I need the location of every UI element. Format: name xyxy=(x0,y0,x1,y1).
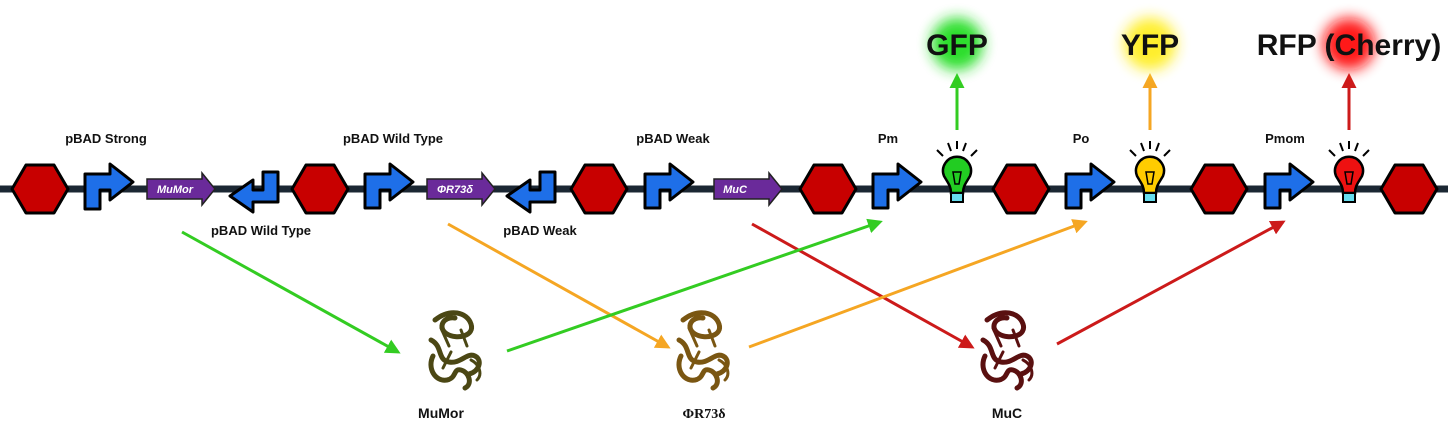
label-rfp: RFP (Cherry) xyxy=(1257,29,1441,62)
protein-mumor-icon xyxy=(428,310,482,391)
label-yfp: YFP xyxy=(1121,29,1179,62)
terminator-2 xyxy=(290,163,350,215)
promoter-p2-reverse xyxy=(228,170,280,214)
cds-muc: MuC xyxy=(713,170,783,208)
label-pbad-wild-type-upper: pBAD Wild Type xyxy=(343,131,443,146)
cds-mumor-label: MuMor xyxy=(157,184,194,196)
terminator-6 xyxy=(1189,163,1249,215)
gfp-glow xyxy=(931,18,983,70)
promoter-pmom xyxy=(1263,162,1315,210)
promoter-p3 xyxy=(363,162,415,210)
terminator-3 xyxy=(569,163,629,215)
promoter-pm xyxy=(871,162,923,210)
cds-mumor: MuMor xyxy=(146,170,216,208)
promoter-po xyxy=(1064,162,1116,210)
cds-phir73-label: ΦR73δ xyxy=(437,184,473,196)
label-gfp: GFP xyxy=(926,29,988,62)
promoter-p1 xyxy=(83,162,135,211)
arrow-phir73-activates-po xyxy=(748,219,1088,349)
bulb-green-icon xyxy=(936,141,978,203)
arrow-mumor-activates-pm xyxy=(506,218,883,353)
terminator-5 xyxy=(991,163,1051,215)
label-pbad-weak-upper: pBAD Weak xyxy=(636,131,710,146)
label-pmom: Pmom xyxy=(1265,131,1305,146)
yfp-glow xyxy=(1124,18,1176,70)
label-protein-muc: MuC xyxy=(992,405,1022,421)
promoter-p5 xyxy=(643,162,695,210)
arrow-muc-expression xyxy=(751,222,975,349)
protein-phir73-icon xyxy=(676,310,730,391)
promoter-p4-reverse xyxy=(505,170,557,214)
bulb-yellow-icon xyxy=(1129,141,1171,203)
terminator-4 xyxy=(798,163,858,215)
arrow-mumor-expression xyxy=(181,230,401,354)
bulb-red-icon xyxy=(1328,141,1370,203)
arrow-muc-activates-pmom xyxy=(1056,220,1286,346)
label-protein-mumor: MuMor xyxy=(418,405,464,421)
arrow-phir73-expression xyxy=(447,222,671,349)
cds-phir73: ΦR73δ xyxy=(426,170,496,208)
cds-muc-label: MuC xyxy=(723,184,748,196)
terminator-1 xyxy=(10,163,70,215)
label-pbad-weak-lower: pBAD Weak xyxy=(503,223,577,238)
label-po: Po xyxy=(1073,131,1090,146)
label-pbad-wild-type-lower: pBAD Wild Type xyxy=(211,223,311,238)
label-pbad-strong: pBAD Strong xyxy=(65,131,147,146)
protein-muc-icon xyxy=(980,310,1034,391)
terminators xyxy=(10,163,1439,215)
rfp-glow xyxy=(1323,18,1375,70)
label-protein-phir73: ΦR73δ xyxy=(683,407,726,421)
terminator-7 xyxy=(1379,163,1439,215)
label-pm: Pm xyxy=(878,131,898,146)
